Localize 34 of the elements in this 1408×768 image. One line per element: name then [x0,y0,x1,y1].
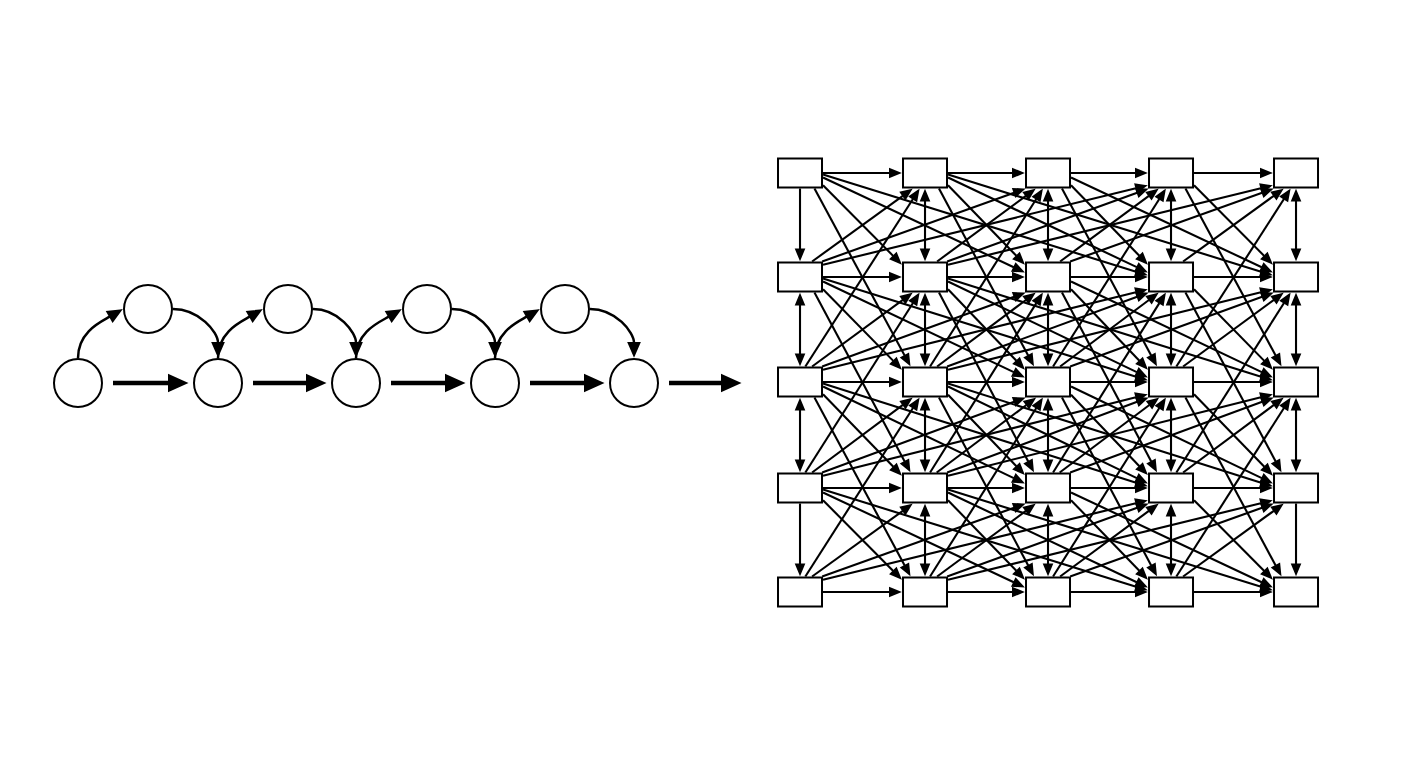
box-node [1025,366,1071,398]
box-node [777,261,823,293]
box-node [777,576,823,608]
box-node [1025,157,1071,189]
box-node [1273,472,1319,504]
box-node [1273,366,1319,398]
box-node [777,157,823,189]
box-node [902,261,948,293]
box-node [902,366,948,398]
circle-node [123,284,173,334]
box-node [1148,472,1194,504]
circle-node [470,358,520,408]
box-node [1025,576,1071,608]
box-node [1148,366,1194,398]
box-node [1148,157,1194,189]
box-node [777,366,823,398]
box-node [1148,261,1194,293]
box-node [1148,576,1194,608]
circle-node [609,358,659,408]
box-node [1025,472,1071,504]
box-node [1025,261,1071,293]
circle-node [193,358,243,408]
box-node [902,472,948,504]
box-node [902,576,948,608]
box-node [902,157,948,189]
box-node [1273,157,1319,189]
circle-node [540,284,590,334]
circle-node [53,358,103,408]
circle-node [331,358,381,408]
box-node [777,472,823,504]
circle-node [402,284,452,334]
box-node [1273,261,1319,293]
circle-node [263,284,313,334]
box-node [1273,576,1319,608]
